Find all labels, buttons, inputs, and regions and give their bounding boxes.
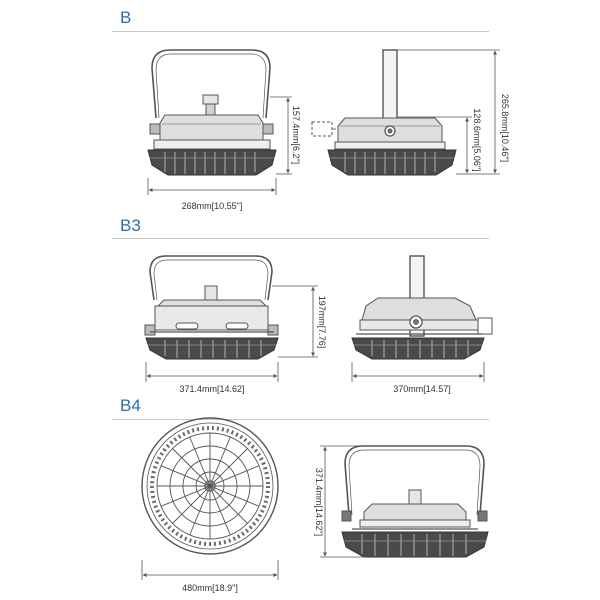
b3-front-width-label: 371.4mm[14.62] [179, 384, 244, 394]
b-total-height-dimension [397, 49, 500, 175]
b4-top-view [141, 417, 279, 555]
section-title-b: B [120, 8, 132, 27]
b4-diameter-dimension [141, 560, 279, 580]
b3-side-width-label: 370mm[14.57] [393, 384, 451, 394]
b3-front-view [144, 255, 279, 360]
b-body-height-dimension [270, 96, 292, 175]
b3-height-label: 197mm[7.76] [317, 296, 327, 349]
b4-diameter-label: 480mm[18.9"] [182, 583, 238, 593]
b-body-height-label: 157.4mm[6.2"] [291, 106, 301, 164]
b3-height-dimension [272, 285, 318, 358]
section-title-b3: B3 [120, 216, 141, 235]
section-divider-b4 [112, 419, 489, 420]
b4-height-dimension [320, 445, 372, 558]
b4-height-label: 371.4mm[14.62"] [314, 468, 324, 536]
b3-front-width-dimension [145, 362, 279, 382]
b-pivot-height-label: 128.6mm[5.06"] [472, 108, 482, 171]
b-side-view [311, 49, 457, 176]
b-front-view [147, 49, 277, 176]
section-divider-b3 [112, 238, 489, 239]
b-width-dimension [147, 178, 277, 195]
b-pivot-height-dimension [397, 116, 472, 175]
b4-side-view [341, 445, 489, 558]
b3-side-view [351, 255, 493, 360]
b3-side-width-dimension [351, 362, 485, 382]
section-divider-b [112, 31, 489, 32]
b-width-label: 268mm[10.55"] [182, 201, 243, 211]
b-total-height-label: 265.8mm[10.46"] [500, 94, 510, 162]
section-title-b4: B4 [120, 396, 141, 415]
